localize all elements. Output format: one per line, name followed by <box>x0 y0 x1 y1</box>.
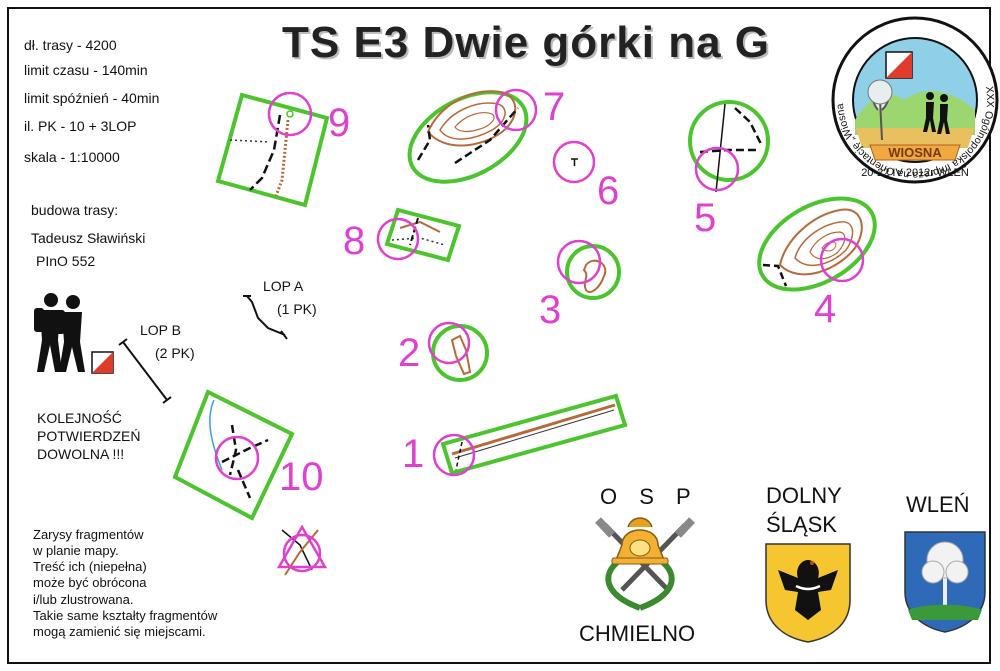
page-title: TS E3 Dwie górki na G <box>282 18 771 67</box>
control-number-2: 2 <box>398 331 421 375</box>
footnote-5: i/lub zlustrowana. <box>33 592 134 607</box>
start-symbol <box>276 524 328 576</box>
fragment-1 <box>432 393 628 477</box>
osp-emblem <box>595 517 695 611</box>
footnote-3: Treść ich (niepełna) <box>33 559 147 574</box>
fragment-10 <box>172 389 295 521</box>
time-limit: limit czasu - 140min <box>24 62 148 78</box>
control-number-7: 7 <box>543 85 566 129</box>
wlen-coat-of-arms <box>904 531 986 633</box>
lop-a-count: (1 PK) <box>277 301 317 317</box>
lop-a-fragment <box>243 295 288 340</box>
badge-banner: WIOSNA <box>888 145 942 160</box>
badge-date: 20-22 IV 2012r WLEŃ <box>861 166 969 179</box>
builder-name: Tadeusz Sławiński <box>31 230 146 246</box>
control-number-3: 3 <box>539 288 562 332</box>
late-limit: limit spóźnień - 40min <box>24 90 160 106</box>
osp-top-text: O S P <box>600 484 699 509</box>
lop-b-count: (2 PK) <box>155 345 195 361</box>
control-number-10: 10 <box>279 455 324 499</box>
builder-heading: budowa trasy: <box>31 202 119 218</box>
fragment-4 <box>757 196 877 292</box>
footnote-1: Zarysy fragmentów <box>33 527 144 542</box>
control-number-5: 5 <box>694 196 717 240</box>
control-count: il. PK - 10 + 3LOP <box>24 118 137 134</box>
control-number-9: 9 <box>328 101 351 145</box>
order-note-3: DOWOLNA !!! <box>37 446 125 462</box>
control-number-6: 6 <box>597 169 620 213</box>
route-length: dł. trasy - 4200 <box>24 37 117 53</box>
dolny-slask-line1: DOLNY <box>766 483 842 508</box>
wlen-label: WLEŃ <box>906 492 970 517</box>
footnote-7: mogą zamienić się miejscami. <box>33 624 206 639</box>
fragment-6 <box>552 140 596 184</box>
fragment-8 <box>376 207 462 263</box>
builder-id: PInO 552 <box>36 253 96 269</box>
order-note-2: POTWIERDZEŃ <box>37 428 141 444</box>
map-scale: skala - 1:10000 <box>24 149 120 165</box>
fragment-2 <box>427 321 489 382</box>
footnote-2: w planie mapy. <box>33 543 119 558</box>
dolny-slask-coat-of-arms <box>765 543 851 643</box>
footnote-6: Takie same kształty fragmentów <box>33 608 218 623</box>
dolny-slask-line2: ŚLĄSK <box>766 512 837 537</box>
control-number-8: 8 <box>343 219 366 263</box>
footnote-4: może być obrócona <box>33 575 147 590</box>
fragment-3 <box>556 239 621 300</box>
control-number-1: 1 <box>402 432 425 476</box>
fragment-9 <box>215 91 330 208</box>
lop-b-fragment <box>118 338 172 404</box>
lop-a-label: LOP A <box>263 278 304 294</box>
osp-bottom-text: CHMIELNO <box>579 621 696 646</box>
order-note-1: KOLEJNOŚĆ <box>37 410 122 426</box>
control-number-4: 4 <box>814 287 837 331</box>
fragment-5 <box>688 100 770 193</box>
hikers-icon <box>34 293 114 374</box>
fragment-7 <box>407 88 538 184</box>
lop-b-label: LOP B <box>140 322 181 338</box>
